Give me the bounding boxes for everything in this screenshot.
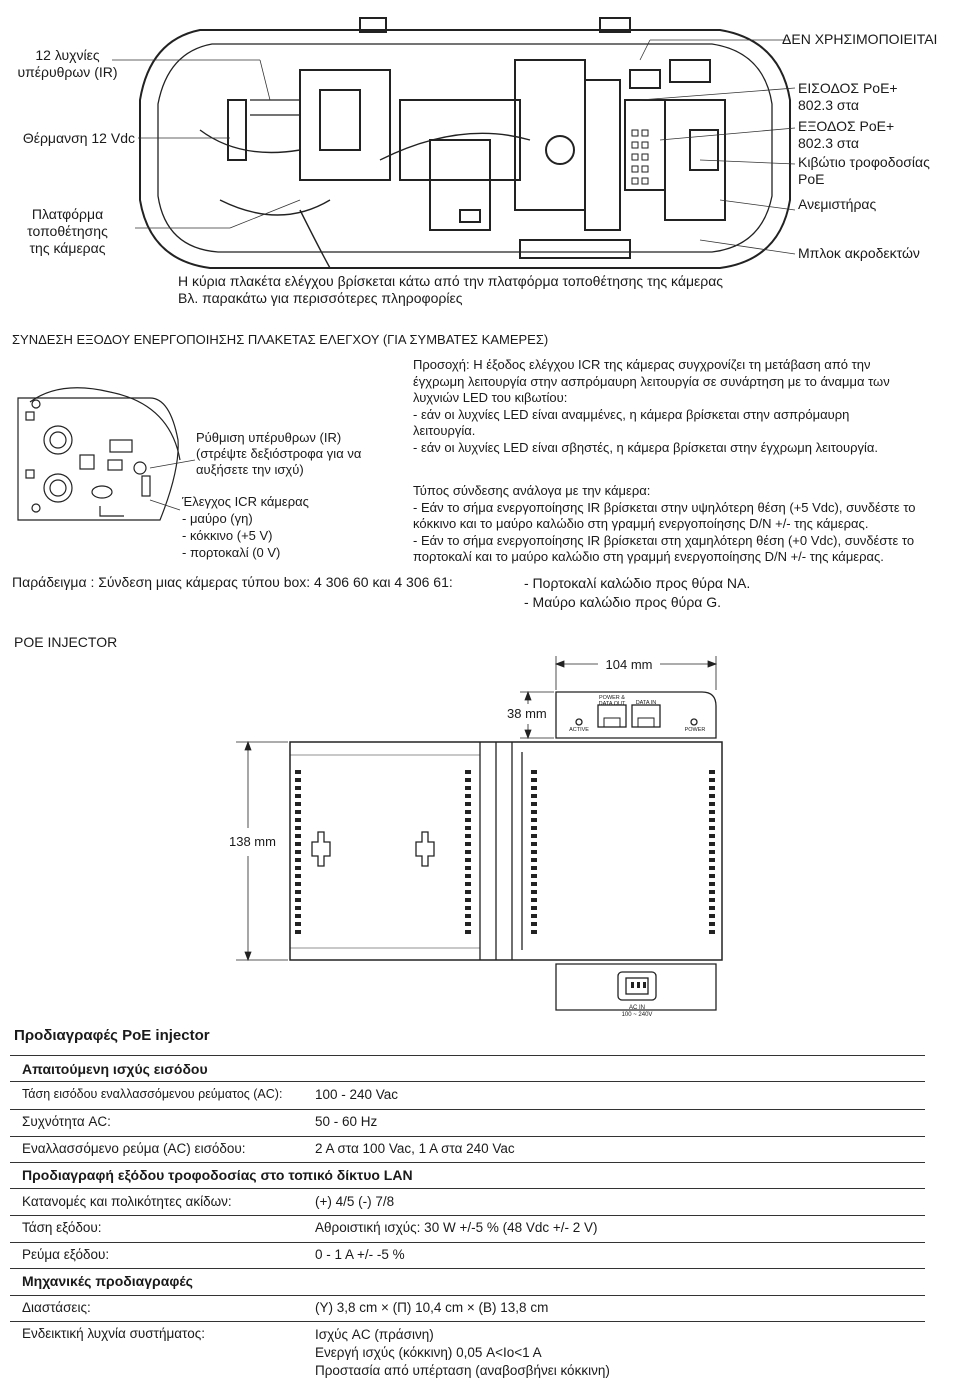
label-poe-out: ΕΞΟΔΟΣ PoE+ 802.3 στα xyxy=(798,118,895,151)
dim-depth: 138 mm xyxy=(229,834,276,849)
spec-value: (+) 4/5 (-) 7/8 xyxy=(315,1194,395,1209)
port-data-in-label: DATA IN xyxy=(635,700,657,706)
spec-label: Εναλλασσόμενο ρεύμα (AC) εισόδου: xyxy=(22,1141,246,1156)
spec-value: 50 - 60 Hz xyxy=(315,1114,378,1129)
label-not-used: ΔΕΝ ΧΡΗΣΙΜΟΠΟΙΕΙΤΑΙ xyxy=(782,31,938,47)
port-power-data-out-label: POWER & DATA OUT xyxy=(598,695,626,707)
label-terminal-block: Μπλοκ ακροδεκτών xyxy=(798,245,920,261)
dim-height: 38 mm xyxy=(507,706,547,721)
label-fan: Ανεμιστήρας xyxy=(798,196,877,212)
poe-injector-drawing xyxy=(236,656,723,1011)
spec-label: Διαστάσεις: xyxy=(22,1300,91,1315)
spec-section-input: Απαιτούμενη ισχύς εισόδου xyxy=(22,1061,208,1077)
spec-label: Ενδεικτική λυχνία συστήματος: xyxy=(22,1326,205,1341)
dim-width: 104 mm xyxy=(605,657,653,672)
label-psu-box: Κιβώτιο τροφοδοσίας PoE xyxy=(798,154,930,187)
control-board-diagram xyxy=(17,387,196,521)
label-ir-leds: 12 λυχνίες υπέρυθρων (IR) xyxy=(17,47,118,80)
specs-title: Προδιαγραφές PoE injector xyxy=(14,1027,210,1044)
label-platform: Πλατφόρμα τοποθέτησης της κάμερας xyxy=(27,206,108,256)
spec-label: Τάση εισόδου εναλλασσόμενου ρεύματος (AC… xyxy=(22,1087,283,1101)
spec-label: Τάση εξόδου: xyxy=(22,1220,102,1235)
spec-section-output: Προδιαγραφή εξόδου τροφοδοσίας στο τοπικ… xyxy=(22,1167,413,1183)
caution-text: Προσοχή: Η έξοδος ελέγχου ICR της κάμερα… xyxy=(413,357,890,455)
spec-value: 0 - 1 A +/- -5 % xyxy=(315,1247,405,1262)
spec-value: 100 - 240 Vac xyxy=(315,1087,399,1102)
note-see-below: Βλ. παρακάτω για περισσότερες πληροφορίε… xyxy=(178,290,463,306)
ir-adjust-text: Ρύθμιση υπέρυθρων (IR) (στρέψτε δεξιόστρ… xyxy=(196,430,362,477)
spec-value: (Υ) 3,8 cm × (Π) 10,4 cm × (Β) 13,8 cm xyxy=(315,1300,549,1315)
icr-control-text: Έλεγχος ICR κάμερας - μαύρο (γη) - κόκκι… xyxy=(182,494,309,560)
note-main-board: Η κύρια πλακέτα ελέγχου βρίσκεται κάτω α… xyxy=(178,273,724,289)
spec-section-mechanical: Μηχανικές προδιαγραφές xyxy=(22,1273,193,1289)
example-text: Παράδειγμα : Σύνδεση μιας κάμερας τύπου … xyxy=(12,574,453,590)
section-title: ΣΥΝΔΕΣΗ ΕΞΟΔΟΥ ΕΝΕΡΓΟΠΟΙΗΣΗΣ ΠΛΑΚΕΤΑΣ ΕΛ… xyxy=(12,332,549,347)
led-power-label: POWER xyxy=(684,727,706,733)
camera-housing-diagram xyxy=(112,17,796,269)
injector-title: POE INJECTOR xyxy=(14,634,118,650)
connection-type-text: Τύπος σύνδεσης ανάλογα με την κάμερα: - … xyxy=(413,483,916,564)
spec-value: Ισχύς AC (πράσινη) Ενεργή ισχύς (κόκκινη… xyxy=(315,1327,610,1378)
specs-table: Απαιτούμενη ισχύς εισόδου Τάση εισόδου ε… xyxy=(10,1055,925,1385)
label-heater: Θέρμανση 12 Vdc xyxy=(22,130,135,146)
spec-label: Συχνότητα AC: xyxy=(22,1114,111,1129)
spec-value: 2 A στα 100 Vac, 1 A στα 240 Vac xyxy=(315,1141,515,1156)
led-active-label: ACTIVE xyxy=(569,727,589,733)
spec-label: Κατανομές και πολικότητες ακίδων: xyxy=(22,1194,232,1209)
example-wires-text: - Πορτοκαλί καλώδιο προς θύρα NA. - Μαύρ… xyxy=(524,575,751,610)
spec-value: Αθροιστική ισχύς: 30 W +/-5 % (48 Vdc +/… xyxy=(315,1220,598,1235)
ac-in-label: AC IN 100 ~ 240V xyxy=(621,1005,653,1018)
label-poe-in: ΕΙΣΟΔΟΣ PoE+ 802.3 στα xyxy=(798,80,898,113)
spec-label: Ρεύμα εξόδου: xyxy=(22,1247,110,1262)
